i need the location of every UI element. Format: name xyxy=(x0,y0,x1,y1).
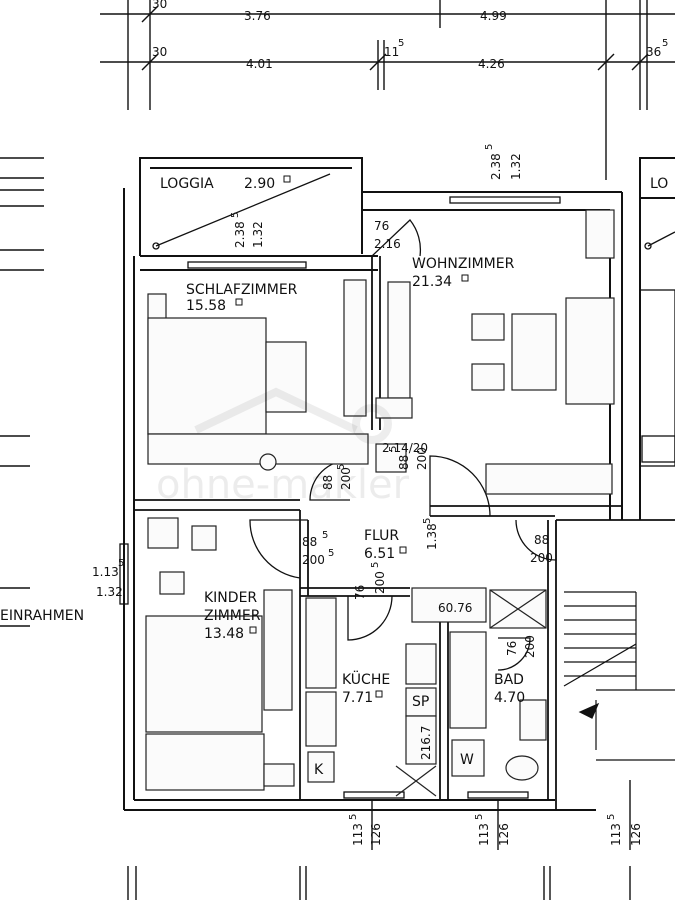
dim-label: 113 xyxy=(609,823,623,846)
loggia-name: LOGGIA xyxy=(160,176,214,192)
area-marker xyxy=(461,274,469,282)
dim-label: 4.26 xyxy=(478,57,505,71)
dim-label: 5 xyxy=(230,212,241,218)
dim-label: 30 xyxy=(152,45,167,59)
flur-name: FLUR xyxy=(364,528,399,544)
dim-label: 4.01 xyxy=(246,57,273,71)
area-marker xyxy=(249,626,257,634)
dim-label: 5 xyxy=(662,38,668,49)
watermark-text: ohne-makler xyxy=(156,462,410,508)
dim-label: 60.76 xyxy=(438,601,472,615)
dim-label: 5 xyxy=(328,548,334,559)
dim-label: 2.14/20 xyxy=(382,441,428,455)
dim-label: 200 xyxy=(339,467,353,490)
appliance-w: W xyxy=(460,752,474,768)
dim-label: 88 xyxy=(302,535,317,549)
dim-label: 5 xyxy=(474,814,485,820)
dim-label: 5 xyxy=(422,518,433,524)
kinderzimmer-name-2: ZIMMER xyxy=(204,608,261,624)
dim-label: 36 xyxy=(646,45,661,59)
dim-label: 5 xyxy=(118,558,124,569)
bad-name: BAD xyxy=(494,672,524,688)
loggia-right-name: LO xyxy=(650,176,668,192)
dim-label: 76 xyxy=(505,641,519,656)
appliance-k: K xyxy=(314,762,324,778)
dim-label: 30 xyxy=(152,0,167,11)
dim-label: 1.32 xyxy=(509,153,523,180)
dim-label: 11 xyxy=(384,45,399,59)
dim-label: 88 xyxy=(397,455,411,470)
top-dimension-lines xyxy=(100,0,675,180)
dim-label: 5 xyxy=(370,562,381,568)
dim-label: 76 xyxy=(353,585,367,600)
left-wall-stripes xyxy=(0,157,44,627)
windows xyxy=(119,196,561,799)
bottom-dimension-lines xyxy=(127,780,631,900)
dim-label: 5 xyxy=(322,530,328,541)
wohnzimmer-area: 21.34 xyxy=(412,274,452,290)
dim-label: 216.7 xyxy=(419,726,433,760)
dim-label: 88 xyxy=(321,475,335,490)
dim-label: 5 xyxy=(606,814,617,820)
kinderzimmer-name-1: KINDER xyxy=(204,590,257,606)
wohnzimmer-name: WOHNZIMMER xyxy=(412,256,515,272)
dim-label: 2.38 xyxy=(489,153,503,180)
dim-label: 5 xyxy=(336,464,347,470)
dimension-labels: 30 3.76 4.99 30 4.01 11 5 4.26 36 5 2.38… xyxy=(92,0,668,846)
dim-label: 126 xyxy=(497,823,511,846)
area-marker xyxy=(375,690,383,698)
dim-label: 200 xyxy=(302,553,325,567)
dim-label: 200 xyxy=(523,635,537,658)
dim-label: 113 xyxy=(477,823,491,846)
room-labels: LOGGIA 2.90 LO SCHLAFZIMMER 15.58 WOHNZI… xyxy=(0,175,668,778)
dim-label: 3.76 xyxy=(244,9,271,23)
kinderzimmer-area: 13.48 xyxy=(204,626,244,642)
dim-label: 4.99 xyxy=(480,9,507,23)
dim-label: 1.13 xyxy=(92,565,119,579)
dim-label: 200 xyxy=(415,447,429,470)
bad-area: 4.70 xyxy=(494,690,525,706)
side-label: EINRAHMEN xyxy=(0,608,84,624)
dim-label: 1.38 xyxy=(425,523,439,550)
dim-label: 5 xyxy=(348,814,359,820)
dim-label: 126 xyxy=(369,823,383,846)
dim-label: 113 xyxy=(351,823,365,846)
watermark-logo xyxy=(194,387,392,444)
kueche-area: 7.71 xyxy=(342,690,373,706)
neighbor-unit xyxy=(639,289,675,467)
dim-label: 2.38 xyxy=(233,221,247,248)
schlafzimmer-area: 15.58 xyxy=(186,298,226,314)
staircase xyxy=(563,591,675,761)
dim-label: 5 xyxy=(388,446,399,452)
dim-label: 2.16 xyxy=(374,237,401,251)
kueche-name: KÜCHE xyxy=(342,670,390,688)
dim-label: 5 xyxy=(398,38,404,49)
sp-label: SP xyxy=(412,694,429,710)
flur-area: 6.51 xyxy=(364,546,395,562)
dim-label: 76 xyxy=(374,219,389,233)
area-marker xyxy=(399,546,407,554)
furniture xyxy=(145,209,615,797)
dim-label: 126 xyxy=(629,823,643,846)
loggia-area: 2.90 xyxy=(244,176,275,192)
dim-label: 1.32 xyxy=(251,221,265,248)
dim-label: 5 xyxy=(484,144,495,150)
dim-label: 200 xyxy=(373,571,387,594)
loggia-diagonals xyxy=(152,173,675,250)
schlafzimmer-name: SCHLAFZIMMER xyxy=(186,282,298,298)
area-marker xyxy=(283,175,291,183)
dim-label: 1.32 xyxy=(96,585,123,599)
dim-label: 200 xyxy=(530,551,553,565)
dim-label: 88 xyxy=(534,533,549,547)
area-marker xyxy=(235,298,243,306)
